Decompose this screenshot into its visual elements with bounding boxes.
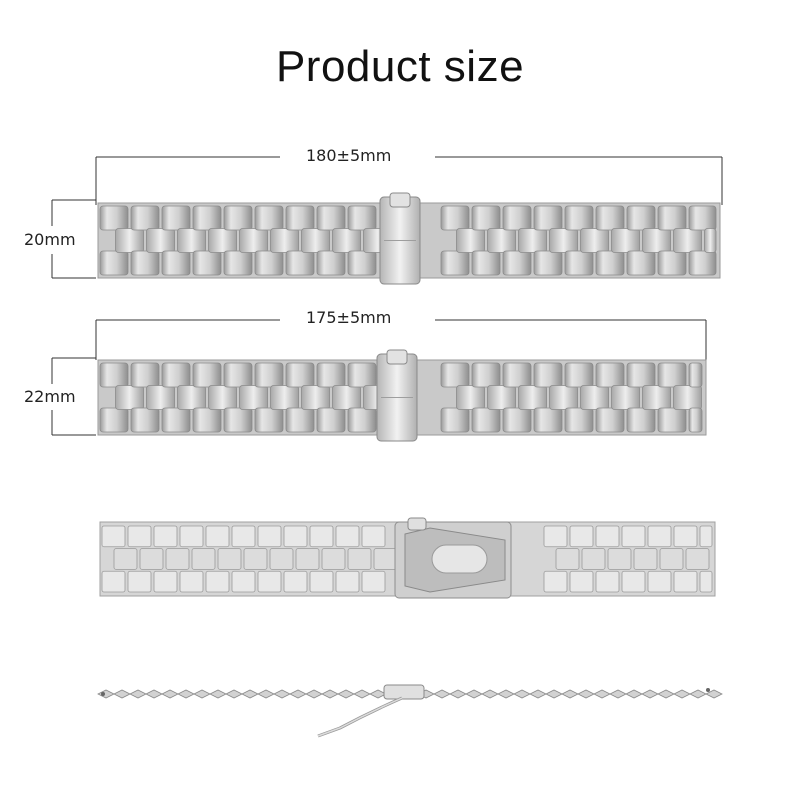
band2-width-label: 22mm	[24, 387, 76, 406]
band2-width-dimension	[51, 357, 96, 436]
page-title: Product size	[275, 42, 525, 91]
band1-length-label: 180±5mm	[302, 146, 396, 165]
band-side-view-image	[97, 684, 723, 738]
band-22mm-image	[97, 349, 707, 442]
band1-length-dimension	[95, 156, 723, 205]
band1-width-label: 20mm	[24, 230, 76, 249]
band-back-view-image	[99, 517, 716, 599]
band2-length-label: 175±5mm	[302, 308, 396, 327]
band-20mm-image	[97, 192, 721, 285]
band1-width-dimension	[51, 199, 96, 279]
